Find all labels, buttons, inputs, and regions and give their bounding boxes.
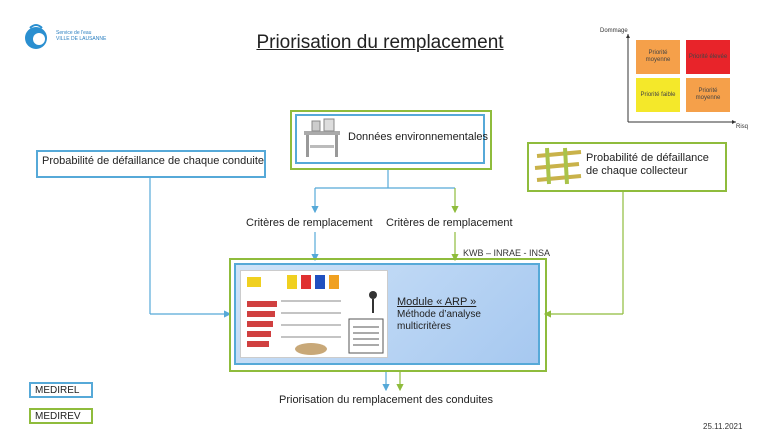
arp-module-sub-line2: multicritères [397, 321, 451, 332]
water-drop-icon [25, 24, 47, 49]
page-title: Priorisation du remplacement [256, 32, 504, 53]
arp-module-box-outer [229, 258, 547, 372]
arp-module-sub-line1: Méthode d’analyse [397, 309, 481, 320]
matrix-axis-y: Dommage [600, 28, 628, 34]
matrix-axes [626, 34, 736, 124]
logo-text: Service de l'eau VILLE DE LAUSANNE [56, 30, 106, 42]
pipe-failure-label: Probabilité de défaillance de chaque con… [42, 155, 264, 167]
pipe-failure-box [36, 150, 266, 178]
mcda-sketch-icon [247, 275, 384, 355]
date-label: 25.11.2021 [703, 422, 743, 431]
matrix-cell-bottom-left: Priorité faible [636, 78, 680, 112]
matrix-cell-top-right: Priorité élevée [686, 40, 730, 74]
env-data-label: Données environnementales [348, 131, 489, 143]
priority-matrix: Priorité moyenne Priorité élevée Priorit… [628, 36, 738, 116]
sewer-failure-label: Probabilité de défaillance de chaque col… [586, 152, 709, 178]
lab-equipment-icon [304, 118, 340, 157]
pipe-grid-icon [534, 147, 582, 185]
criteria-left-label: Critères de remplacement [246, 217, 373, 229]
matrix-cell-top-left: Priorité moyenne [636, 40, 680, 74]
logo [22, 22, 112, 56]
legend-medirel: MEDIREL [29, 382, 93, 398]
output-label: Priorisation du remplacement des conduit… [279, 394, 494, 406]
criteria-right-label: Critères de remplacement [386, 217, 513, 229]
arp-module-subtitle: Méthode d’analyse multicritères [397, 309, 481, 333]
logo-line2: VILLE DE LAUSANNE [56, 36, 107, 42]
legend-medirev: MEDIREV [29, 408, 93, 424]
matrix-cell-bottom-right: Priorité moyenne [686, 78, 730, 112]
partners-label: KWB – INRAE - INSA [463, 248, 551, 258]
sewer-failure-line1: Probabilité de défaillance [586, 152, 709, 164]
logo-line1: Service de l'eau [56, 30, 92, 36]
arp-module-title: Module « ARP » [397, 296, 477, 308]
sewer-failure-line2: de chaque collecteur [586, 165, 688, 177]
mcda-illustration [240, 270, 388, 358]
sewer-failure-box [527, 142, 727, 192]
matrix-axis-x: Risq [736, 124, 749, 130]
